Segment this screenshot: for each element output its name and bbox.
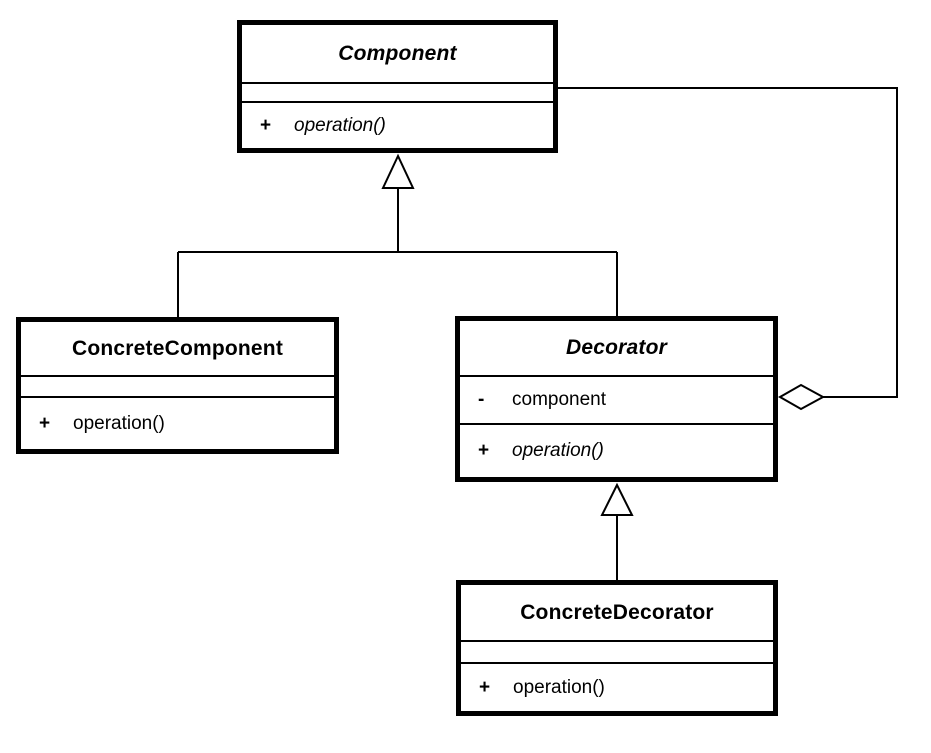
- class-box-decorator[interactable]: Decorator - component + operation(): [455, 316, 778, 482]
- compartment-divider: [242, 101, 553, 103]
- attributes-compartment-empty: [21, 377, 334, 396]
- compartment-divider: [461, 640, 773, 642]
- operation-row: + operation(): [242, 103, 553, 148]
- visibility-symbol: +: [260, 114, 272, 136]
- operation-signature: operation(): [513, 676, 605, 698]
- aggregation-decorator-to-component: [558, 87, 898, 411]
- generalization-tree-to-component: [177, 153, 618, 317]
- compartment-divider: [242, 82, 553, 84]
- visibility-symbol: +: [39, 412, 51, 434]
- class-title: Component: [338, 41, 457, 65]
- class-title: ConcreteComponent: [71, 336, 284, 360]
- aggregation-diamond: [777, 383, 826, 411]
- attribute-name: component: [512, 389, 607, 410]
- compartment-divider: [460, 375, 773, 377]
- operation-row: + operation(): [460, 425, 773, 477]
- class-box-component[interactable]: Component + operation(): [237, 20, 558, 153]
- compartment-divider: [460, 423, 773, 425]
- class-title: Decorator: [566, 336, 667, 359]
- operation-row: + operation(): [21, 398, 334, 449]
- attribute-row: - component: [460, 377, 773, 423]
- class-title: ConcreteDecorator: [520, 600, 714, 624]
- operation-signature: operation(): [294, 114, 386, 136]
- attributes-compartment-empty: [461, 642, 773, 662]
- attributes-compartment-empty: [242, 84, 553, 101]
- class-box-concrete-component[interactable]: ConcreteComponent + operation(): [16, 317, 339, 454]
- visibility-symbol: -: [478, 389, 485, 410]
- generalization-triangle-decorator: [600, 482, 634, 516]
- operation-row: + operation(): [461, 664, 773, 711]
- compartment-divider: [21, 375, 334, 377]
- generalization-triangle-component: [381, 153, 415, 189]
- compartment-divider: [21, 396, 334, 398]
- class-box-concrete-decorator[interactable]: ConcreteDecorator + operation(): [456, 580, 778, 716]
- generalization-concrete-decorator-to-decorator: [600, 482, 634, 580]
- operation-signature: operation(): [73, 412, 165, 434]
- visibility-symbol: +: [478, 440, 490, 461]
- operation-signature: operation(): [512, 440, 604, 461]
- compartment-divider: [461, 662, 773, 664]
- aggregation-line: [558, 87, 898, 398]
- visibility-symbol: +: [479, 676, 491, 698]
